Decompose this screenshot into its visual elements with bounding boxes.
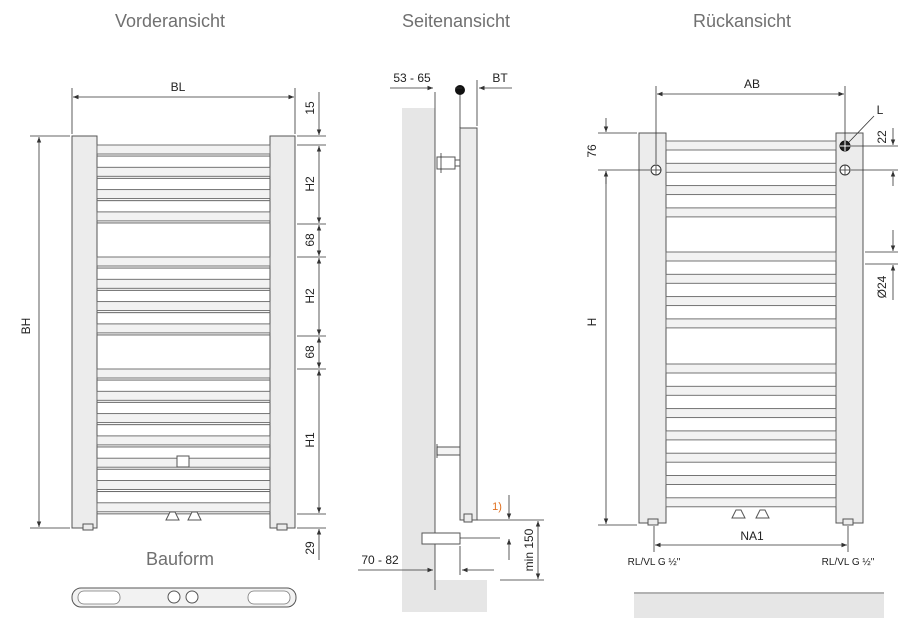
back-left-column [638, 132, 667, 524]
front-valve-left [165, 511, 180, 521]
dim-l: L [877, 103, 884, 117]
back-tube-bars [665, 140, 837, 508]
back-right-column [835, 132, 864, 524]
back-tube-12 [665, 430, 837, 441]
back-tube-6 [665, 273, 837, 284]
front-tube-9 [96, 368, 271, 379]
back-tube-10 [665, 385, 837, 396]
back-tube-13 [665, 452, 837, 463]
side-connection-pipe [421, 532, 461, 545]
side-view: 53 - 65 BT 1) min 150 70 - 82 [358, 71, 544, 612]
front-right-dimension-chain: 15 H2 68 H2 68 H1 29 [297, 92, 326, 560]
front-tube-6 [96, 278, 271, 289]
shape-outline [71, 587, 297, 608]
front-left-column [71, 135, 98, 529]
front-tube-5 [96, 256, 271, 267]
back-view-title: Rückansicht [693, 11, 791, 31]
front-valve-right [187, 511, 202, 521]
back-tube-15 [665, 497, 837, 508]
front-view-title: Vorderansicht [115, 11, 225, 31]
side-wall [402, 108, 435, 612]
back-tube-3 [665, 185, 837, 196]
back-right-foot [842, 518, 854, 526]
side-view-title: Seitenansicht [402, 11, 510, 31]
side-foot [463, 513, 473, 523]
side-floor-block [435, 580, 487, 612]
back-tube-11 [665, 408, 837, 419]
back-valve-right [755, 509, 770, 519]
shape-valve-right [185, 590, 199, 604]
side-bottom-bracket [436, 446, 461, 456]
dim-h2-middle: H2 [303, 288, 317, 304]
side-radiator-profile [459, 127, 478, 521]
dim-ab: AB [744, 77, 760, 91]
dim-bh: BH [19, 318, 33, 335]
back-floor-strip [634, 594, 884, 618]
front-tube-8 [96, 323, 271, 334]
front-tube-1 [96, 144, 271, 155]
dim-15: 15 [303, 101, 317, 115]
front-tube-3 [96, 189, 271, 200]
front-tube-12 [96, 435, 271, 446]
dim-bl: BL [171, 80, 186, 94]
dim-na1: NA1 [740, 529, 764, 543]
front-right-column [269, 135, 296, 529]
dim-29: 29 [303, 541, 317, 555]
shape-right-end [247, 590, 291, 605]
label-rl-vl-left: RL/VL G ½" [628, 557, 681, 568]
shape-view [71, 587, 297, 608]
back-tube-7 [665, 296, 837, 307]
front-view: BL BH 15 H2 68 [19, 80, 326, 560]
dim-53-65: 53 - 65 [393, 71, 431, 85]
shape-left-end [77, 590, 121, 605]
back-tube-14 [665, 475, 837, 485]
note-1: 1) [492, 501, 502, 513]
front-heating-element [176, 455, 190, 468]
front-tube-4 [96, 211, 271, 222]
back-tube-1 [665, 140, 837, 151]
front-tube-15 [96, 502, 271, 513]
front-tube-2 [96, 166, 271, 177]
dim-22: 22 [875, 130, 889, 144]
dim-h2-top: H2 [303, 176, 317, 192]
back-tube-9 [665, 363, 837, 374]
back-tube-2 [665, 162, 837, 173]
side-top-bracket [436, 156, 456, 170]
front-tube-14 [96, 480, 271, 490]
dim-d24: Ø24 [875, 275, 889, 298]
dim-h: H [585, 318, 599, 327]
shape-title: Bauform [146, 549, 214, 569]
label-rl-vl-right: RL/VL G ½" [822, 557, 875, 568]
back-tube-8 [665, 318, 837, 329]
back-tube-5 [665, 251, 837, 262]
dim-70-82: 70 - 82 [361, 553, 399, 567]
back-view: AB L 76 H 22 Ø24 NA1 RL/VL G ½" RL/VL G … [585, 77, 898, 618]
dim-min-150: min 150 [522, 528, 536, 571]
dim-bt: BT [492, 71, 508, 85]
dim-76: 76 [585, 144, 599, 158]
dim-68-bottom: 68 [303, 345, 317, 359]
back-left-foot [647, 518, 659, 526]
back-valve-left [731, 509, 746, 519]
front-tube-11 [96, 413, 271, 424]
back-tube-4 [665, 207, 837, 218]
front-right-foot [276, 523, 288, 531]
front-left-foot [82, 523, 94, 531]
side-vent-dot [455, 85, 465, 95]
dim-h1: H1 [303, 432, 317, 448]
dim-68-top: 68 [303, 233, 317, 247]
shape-valve-left [167, 590, 181, 604]
front-tube-10 [96, 390, 271, 401]
front-tube-7 [96, 301, 271, 312]
